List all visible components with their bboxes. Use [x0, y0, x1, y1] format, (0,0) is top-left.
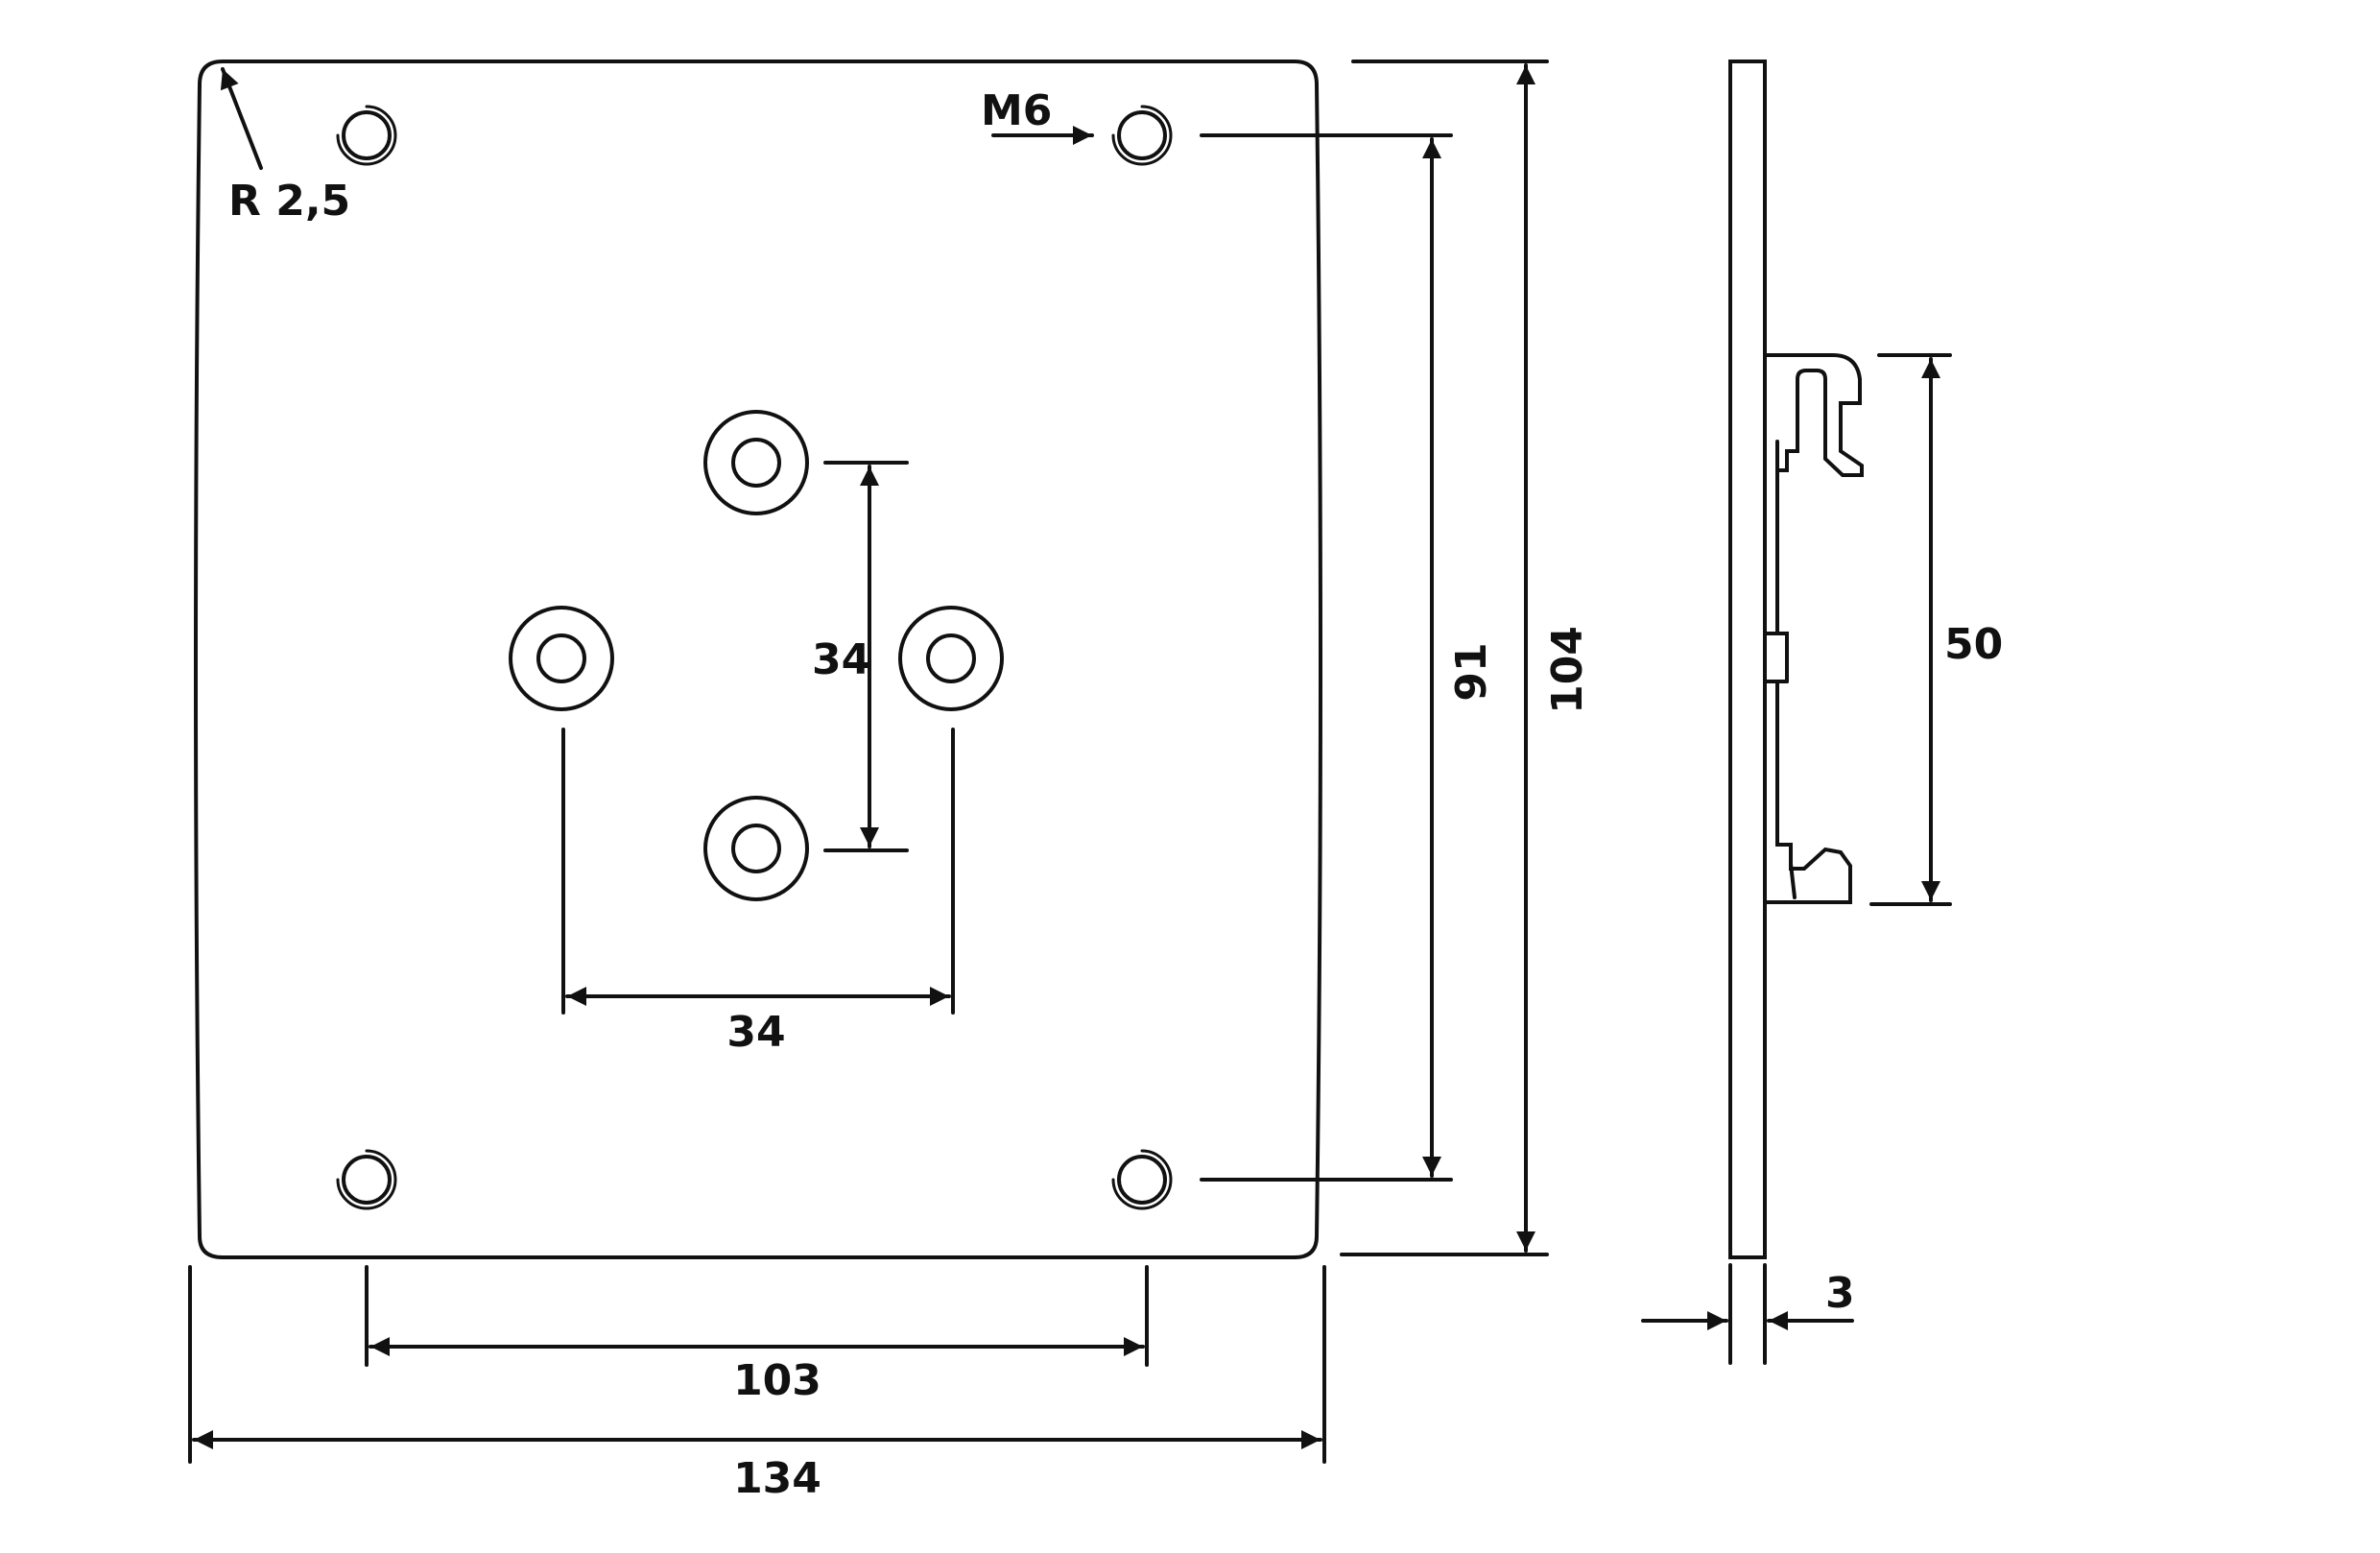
corner-hole-bottom-right: [1111, 1149, 1173, 1210]
dim-height-total-label: 104: [1543, 626, 1592, 714]
dim-thickness-label: 3: [1825, 1269, 1855, 1318]
center-hole-top: [703, 410, 809, 515]
dim-width-total: 134: [188, 1265, 1326, 1503]
thread-label: M6: [981, 86, 1052, 135]
corner-hole-top-right: [1111, 105, 1173, 166]
center-hole-left: [509, 606, 614, 711]
center-hole-right: [898, 606, 1004, 711]
dim-width-holes-label: 103: [733, 1356, 821, 1405]
dim-height-holes-label: 91: [1447, 642, 1496, 701]
radius-callout: R 2,5: [220, 67, 350, 226]
dim-center-horizontal-label: 34: [726, 1008, 785, 1057]
dim-width-total-label: 134: [733, 1454, 821, 1503]
corner-hole-top-left: [336, 105, 397, 166]
dim-center-horizontal: 34: [561, 728, 955, 1057]
plate-side-profile: [1728, 60, 1767, 1259]
plate-outline: [194, 60, 1322, 1259]
dim-rail-clip-label: 50: [1944, 620, 2003, 669]
center-hole-bottom: [703, 796, 809, 901]
dim-rail-clip: 50: [1869, 353, 2003, 906]
dim-center-vertical: 34: [812, 461, 909, 852]
dim-center-vertical-label: 34: [812, 635, 870, 684]
thread-callout: M6: [981, 86, 1094, 145]
rail-clip-profile: [1763, 353, 1864, 904]
front-view: R 2,5 M6 34 34 91: [188, 60, 1592, 1503]
side-view: 50 3: [1641, 60, 2003, 1365]
radius-label: R 2,5: [228, 177, 350, 226]
dim-height-total: 104: [1340, 60, 1592, 1256]
dim-width-holes: 103: [365, 1265, 1149, 1405]
corner-hole-bottom-left: [336, 1149, 397, 1210]
dim-thickness: 3: [1641, 1263, 1855, 1365]
dim-height-holes: 91: [1200, 133, 1496, 1182]
